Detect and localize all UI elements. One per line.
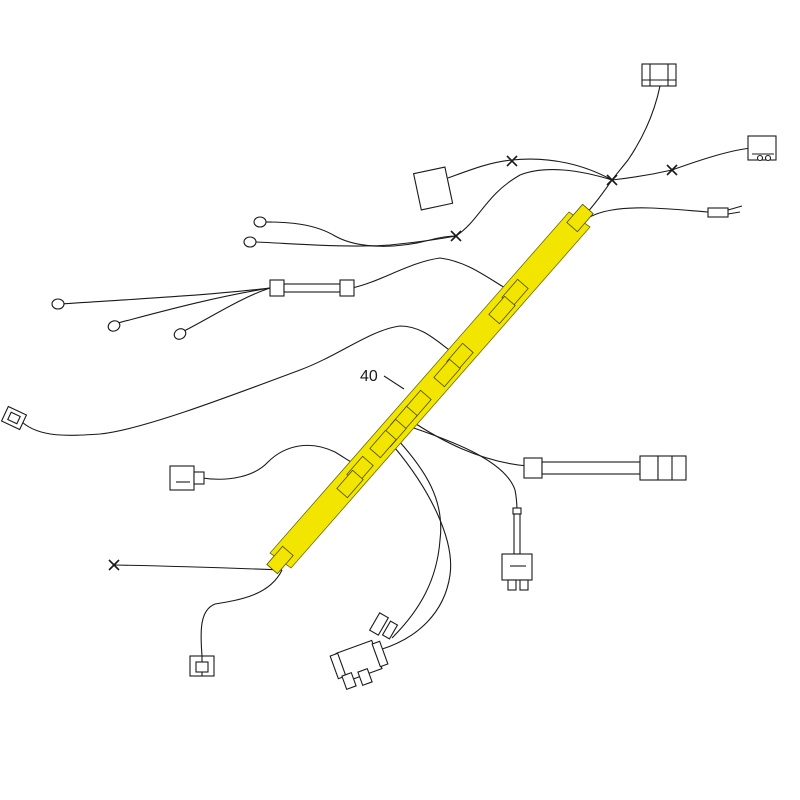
wire-fuse-left-3 (181, 287, 271, 333)
wire-fuse-right (351, 257, 513, 293)
tape-wrap (336, 469, 364, 499)
break-marks (108, 155, 678, 571)
wire-bottom-left-x (113, 564, 283, 571)
wire-bottom-connector-1 (391, 439, 442, 639)
x-mark-icon (666, 164, 678, 176)
tape-wrap (488, 295, 516, 325)
tape-wrap (266, 545, 294, 575)
tape-wrap (566, 203, 594, 233)
tape-wrap (369, 429, 397, 459)
ring-terminal-icon (51, 298, 65, 310)
harness-trunk-body (269, 211, 591, 569)
x-mark-icon (450, 230, 462, 242)
ring-terminal-icon (107, 320, 121, 332)
ring-terminal-icon (243, 236, 257, 248)
ring-terminal-icon (253, 216, 272, 228)
wire-right-terminal (584, 207, 709, 221)
wire-square-box (447, 158, 613, 181)
callout-label: 40 (360, 368, 378, 385)
ring-terminal-icon (173, 328, 187, 340)
wire-mid-left-connector (201, 444, 358, 480)
square-module-icon (412, 166, 454, 211)
right-spade-terminal-icon (707, 205, 743, 218)
wire-lower-right-connector (401, 423, 518, 513)
connectors (0, 63, 777, 690)
x-mark-icon (506, 155, 518, 167)
upper-right-plug-connector-icon (747, 135, 777, 162)
wire-ring-junction (455, 169, 613, 237)
callout-leader-line (383, 375, 405, 390)
part-callout: 40 (360, 368, 405, 390)
tape-wrap (433, 358, 461, 388)
left-socket-connector-icon (0, 405, 28, 431)
wire-top-connector (611, 85, 661, 181)
x-mark-icon (108, 559, 120, 571)
main-harness-trunk (266, 203, 594, 575)
wire-ring-terminal-2 (255, 235, 457, 247)
inline-fuse-holder-icon (269, 279, 355, 297)
wire-fuse-left-1 (59, 287, 271, 305)
branch-wires (21, 85, 753, 657)
wire-bottom-connector-2 (371, 447, 452, 653)
top-plug-connector-icon (641, 63, 677, 87)
lower-right-connector-icon (501, 507, 533, 591)
wire-bottom-left-connector (200, 569, 283, 657)
wire-ring-terminal-1 (265, 221, 457, 247)
right-long-connector-icon (523, 455, 687, 481)
x-mark-icon (606, 174, 618, 186)
bottom-left-plug-connector-icon (189, 655, 215, 677)
wire-fuse-left-2 (117, 287, 271, 324)
mid-left-plug-connector-icon (169, 465, 205, 491)
bottom-multi-pin-connector-icon (329, 612, 399, 690)
wire-right-long-connector (409, 419, 529, 467)
wire-left-connector (21, 325, 459, 436)
harness-tape-wraps (266, 203, 594, 575)
